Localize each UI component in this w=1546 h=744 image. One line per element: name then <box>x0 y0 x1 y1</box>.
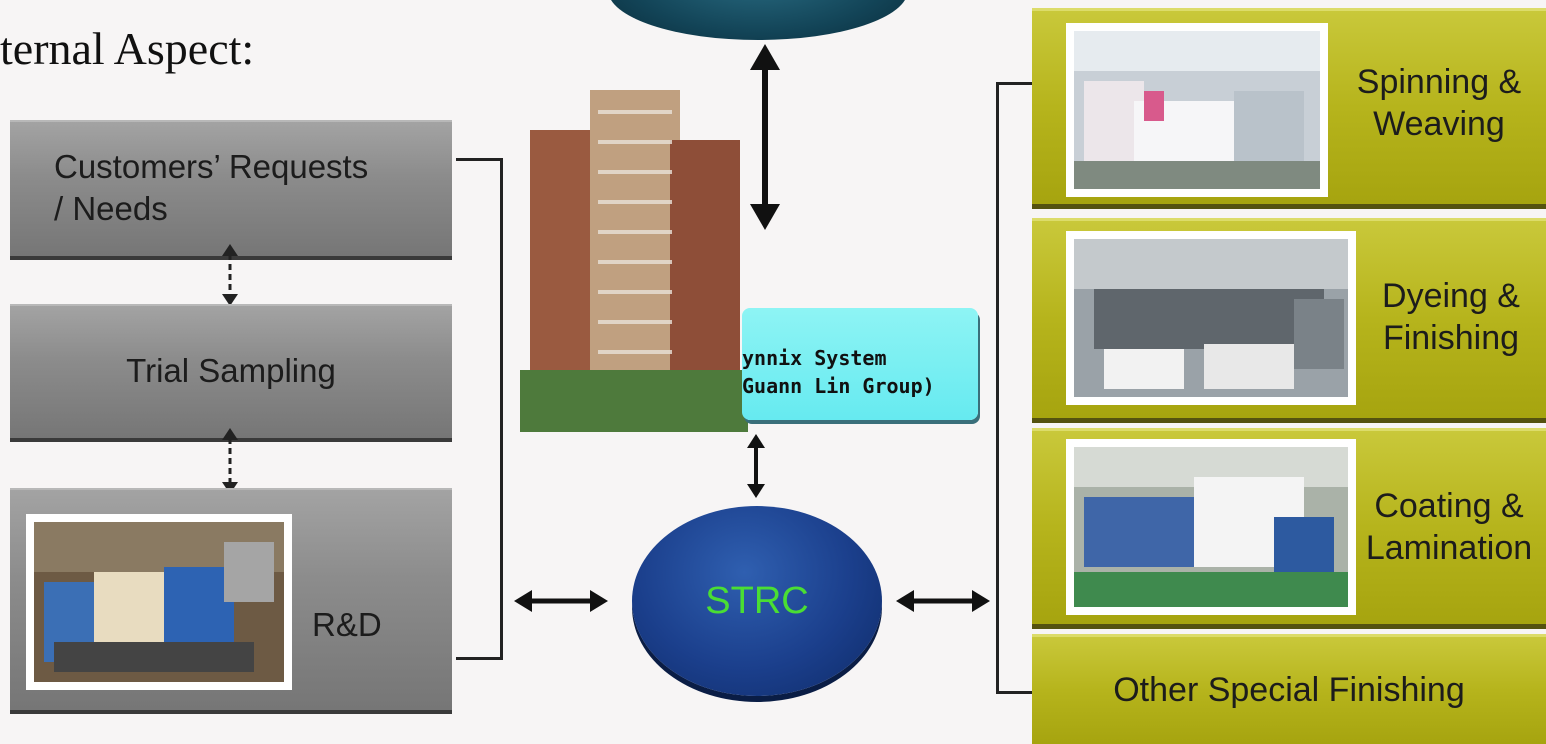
left-bracket-top <box>456 158 502 161</box>
top-ellipse <box>608 0 908 40</box>
left-bracket-vertical <box>500 158 503 660</box>
top-vertical-arrow <box>748 44 782 230</box>
dyeing-factory-photo <box>1066 231 1356 405</box>
synnix-line2: Guann Lin Group) <box>742 374 935 398</box>
synnix-system-box: ynnix System Guann Lin Group) <box>742 308 978 420</box>
customers-requests-label: Customers’ Requests / Needs <box>54 148 369 227</box>
dyeing-finishing-label: Dyeing & Finishing <box>1382 277 1520 357</box>
spinning-weaving-label: Spinning & Weaving <box>1356 63 1522 143</box>
dyeing-finishing-box: Dyeing & Finishing <box>1032 218 1546 418</box>
coating-lamination-box: Coating & Lamination <box>1032 428 1546 624</box>
rnd-box: R&D <box>10 488 452 710</box>
right-horizontal-arrow <box>896 588 990 614</box>
building-photo <box>520 70 748 432</box>
synnix-strc-arrow <box>744 434 768 498</box>
coating-machine-photo <box>1066 439 1356 615</box>
spinning-weaving-box: Spinning & Weaving <box>1032 8 1546 204</box>
synnix-line1: ynnix System <box>742 346 887 370</box>
other-special-finishing-box: Other Special Finishing <box>1032 634 1546 744</box>
left-bracket-bottom <box>456 657 502 660</box>
customers-requests-box: Customers’ Requests / Needs <box>10 120 452 256</box>
other-special-finishing-label: Other Special Finishing <box>1113 671 1465 709</box>
coating-lamination-label: Coating & Lamination <box>1365 487 1533 567</box>
section-heading: ternal Aspect: <box>0 23 255 74</box>
right-bracket-bottom <box>998 691 1048 694</box>
strc-ellipse: STRC <box>632 506 882 696</box>
right-bracket-top <box>998 82 1048 85</box>
trial-sampling-box: Trial Sampling <box>10 304 452 438</box>
right-bracket-vertical <box>996 82 999 694</box>
trial-rnd-arrow <box>218 428 242 494</box>
rnd-label: R&D <box>312 606 382 643</box>
strc-label: STRC <box>705 579 809 622</box>
trial-sampling-label: Trial Sampling <box>126 352 336 389</box>
left-horizontal-arrow <box>514 588 608 614</box>
spinning-factory-photo <box>1066 23 1328 197</box>
customers-trial-arrow <box>218 244 242 306</box>
rnd-machine-photo <box>26 514 292 690</box>
